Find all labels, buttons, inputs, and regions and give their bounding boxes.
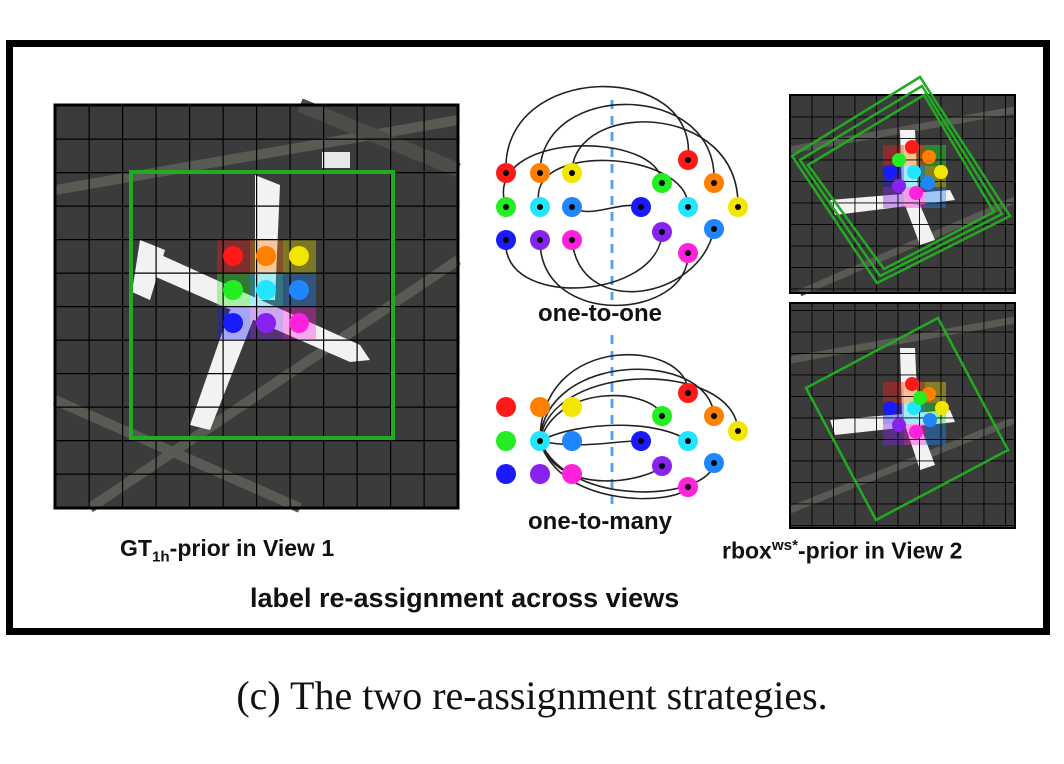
bottom-label: label re-assignment across views xyxy=(250,583,680,613)
right-bottom-aerial-image xyxy=(788,302,1017,529)
rbox-prior-box xyxy=(804,316,1010,522)
right-panel-label: rboxws*-prior in View 2 xyxy=(722,537,963,564)
left-color-points xyxy=(223,246,309,333)
figure-caption: (c) The two re-assignment strategies. xyxy=(236,673,828,718)
one-to-one-label: one-to-one xyxy=(538,300,662,327)
one-to-many-diagram xyxy=(496,335,748,505)
gt-prior-box xyxy=(129,170,395,440)
right-top-aerial-image xyxy=(789,75,1017,297)
one-to-one-diagram xyxy=(496,85,748,307)
one-to-many-label: one-to-many xyxy=(528,508,672,535)
rbox-prior-boxes xyxy=(790,75,1012,285)
left-aerial-image xyxy=(52,98,461,513)
left-panel-label: GT1h-prior in View 1 xyxy=(120,535,335,566)
